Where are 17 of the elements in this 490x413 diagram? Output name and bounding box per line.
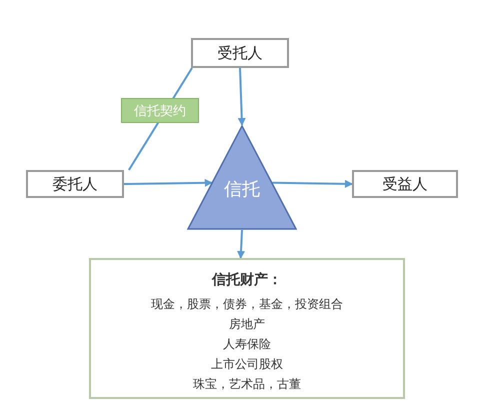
process-box: 受益人 [352,170,458,198]
arrow [237,230,245,259]
edge-label: 信托契约 [121,98,199,123]
list-item: 上市公司股权 [211,356,283,373]
list-item: 房地产 [229,316,265,333]
arrow [238,68,246,126]
list-item: 珠宝，艺术品，古董 [193,376,301,393]
process-box: 受托人 [191,38,289,68]
triangle-node [187,125,297,230]
list-item: 现金，股票，债券，基金，投资组合 [151,296,343,313]
content-box [89,258,405,399]
list-item: 人寿保险 [223,336,271,353]
arrow [272,180,353,188]
arrow [124,178,213,187]
box-heading: 信托财产： [212,271,282,290]
triangle-label: 信托 [224,178,260,201]
process-box: 委托人 [26,170,124,198]
